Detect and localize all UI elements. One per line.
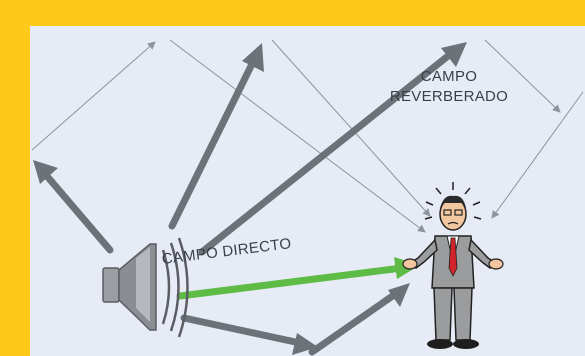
arrow-to-floor <box>180 314 318 355</box>
arrow-up-left <box>33 160 114 254</box>
thin-ray <box>484 39 561 113</box>
arrow-floor-reflection <box>308 283 410 356</box>
thick-reflection-arrows <box>33 42 467 356</box>
thin-ray <box>169 39 426 233</box>
reverberant-field-label: CAMPO REVERBERADO <box>389 68 509 105</box>
thin-ray <box>31 41 156 151</box>
thin-ray <box>491 91 584 219</box>
arrow-up <box>168 43 264 230</box>
loudspeaker-icon <box>102 237 189 338</box>
arrow-up-right <box>198 42 467 256</box>
thin-ray <box>271 39 431 217</box>
thin-reflection-rays <box>31 39 584 233</box>
confused-man-icon <box>402 182 504 349</box>
